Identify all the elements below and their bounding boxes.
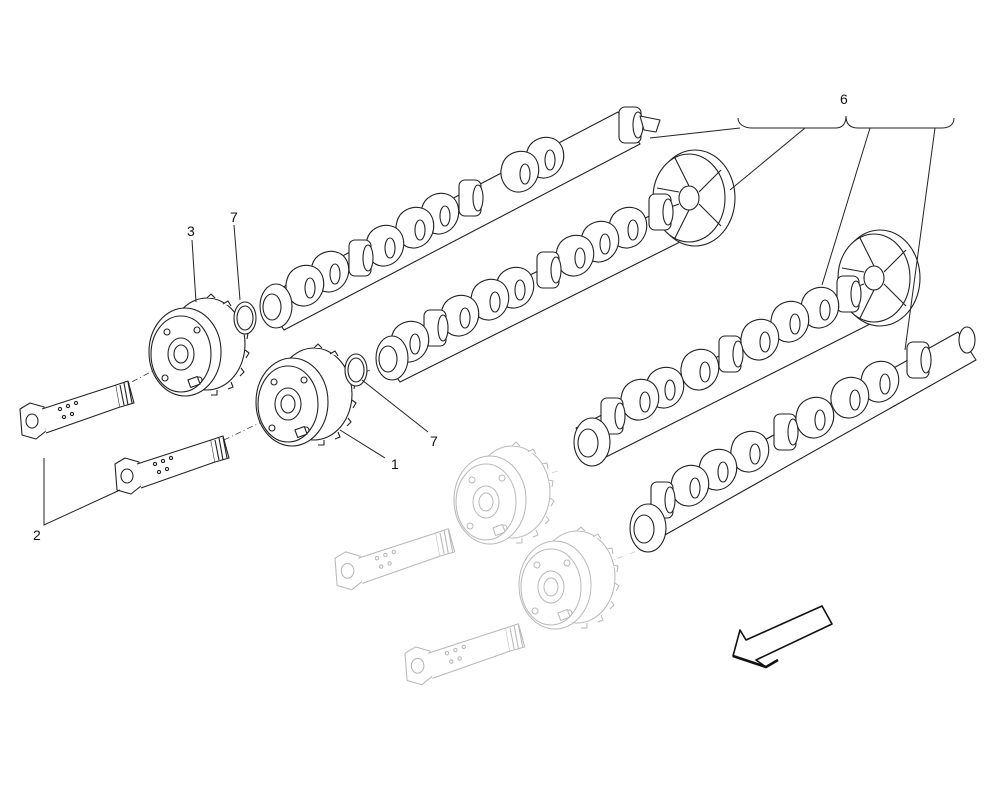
bolt-lower (114, 435, 230, 495)
vvt-gear-upper (148, 293, 250, 397)
bolt-upper (19, 380, 135, 440)
callout-3: 3 (187, 223, 195, 239)
camshaft-c (573, 229, 921, 467)
ghost-vvt-gear-lower (518, 526, 620, 630)
ghost-bolt-lower (404, 623, 526, 686)
callout-2: 2 (33, 527, 41, 543)
direction-arrow (732, 605, 833, 669)
callout-1: 1 (391, 456, 399, 472)
leader-lines (43, 115, 955, 526)
callout-7-upper: 7 (230, 209, 238, 225)
camshaft-d (629, 326, 977, 553)
sealing-ring-upper (233, 301, 257, 335)
callout-6: 6 (840, 91, 848, 107)
ghost-assembly (334, 441, 641, 686)
callout-7-lower: 7 (430, 433, 438, 449)
sealing-ring-lower (344, 353, 368, 387)
ghost-vvt-gear-upper (453, 441, 555, 545)
ghost-bolt-upper (334, 528, 456, 591)
camshaft-a (259, 106, 661, 331)
camshaft-b (375, 149, 736, 383)
